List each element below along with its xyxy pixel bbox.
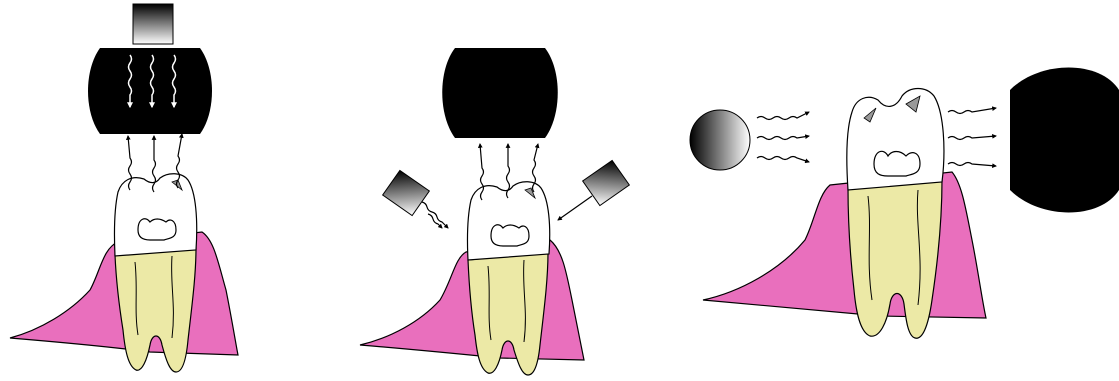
incident-light-rays [757,112,809,162]
panel-3 [690,68,1119,339]
panel-1 [10,4,238,372]
top-detector [442,48,558,138]
pulp-chamber [874,151,920,176]
gingiva [703,172,986,318]
panel-2 [360,48,629,375]
top-detector [88,48,212,134]
pulp-chamber [138,219,176,240]
tooth-crown [467,182,549,260]
tooth-crown [114,174,196,256]
right-angled-light-source [583,160,630,205]
side-detector [1010,68,1119,213]
top-light-source [133,4,173,44]
left-angled-light-source [383,170,430,215]
side-light-source [690,110,750,170]
pulp-chamber [491,225,529,246]
transmitted-light-rays [948,108,996,166]
tooth-root [115,248,196,372]
